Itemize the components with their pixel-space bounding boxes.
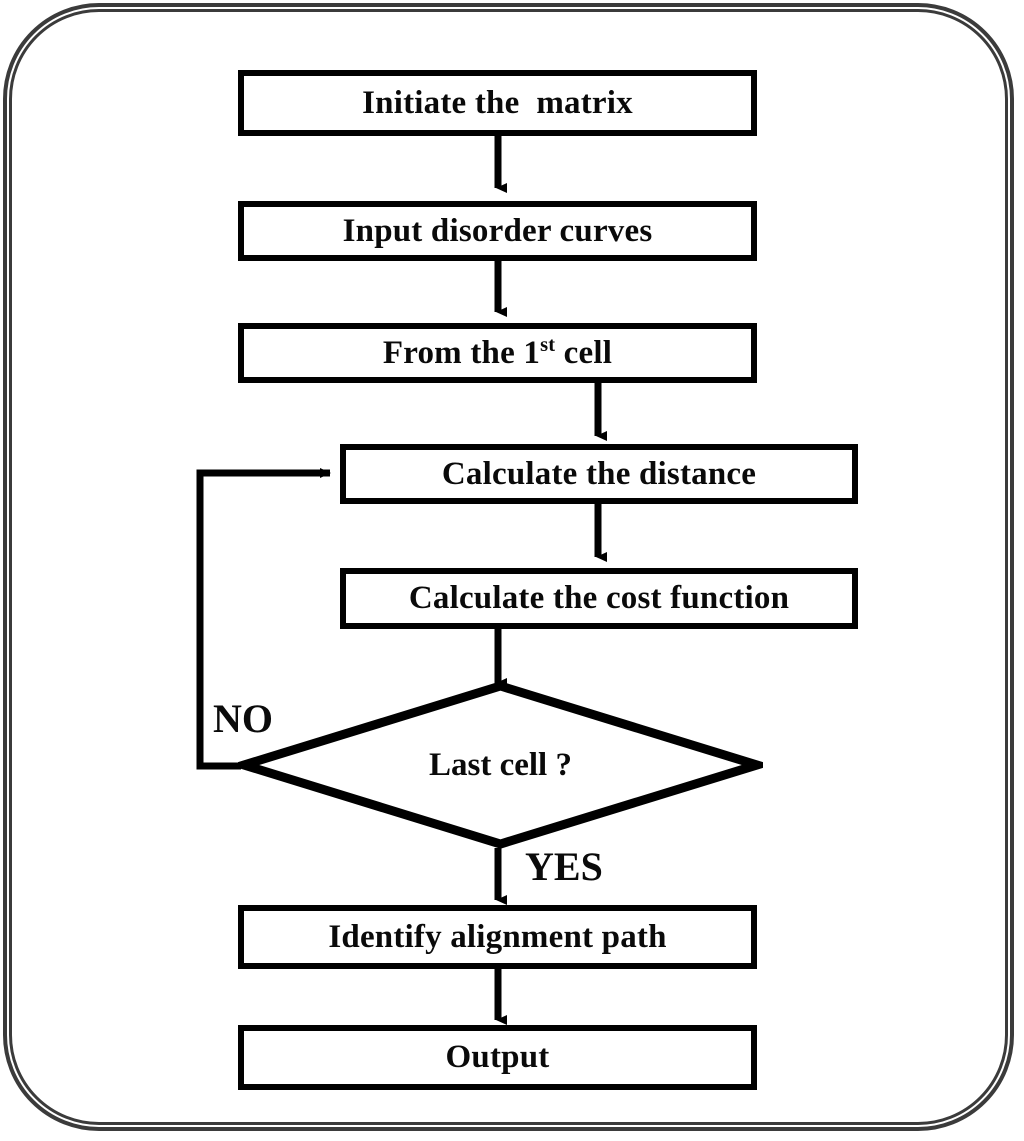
node-output[interactable]: Output xyxy=(238,1025,757,1090)
node-calculate-the-distance-label: Calculate the distance xyxy=(441,455,757,492)
node-from-the-first-cell-label-prefix: From the 1 xyxy=(382,334,541,371)
node-initiate-the-matrix-label: Initiate the matrix xyxy=(362,84,633,121)
node-identify-alignment-path-label: Identify alignment path xyxy=(328,918,667,955)
node-initiate-the-matrix[interactable]: Initiate the matrix xyxy=(238,70,757,136)
node-calculate-the-cost-function[interactable]: Calculate the cost function xyxy=(340,568,858,629)
node-from-the-first-cell[interactable]: From the 1st cell xyxy=(238,323,757,383)
node-from-the-first-cell-label-superscript: st xyxy=(540,333,556,356)
node-input-disorder-curves[interactable]: Input disorder curves xyxy=(238,201,757,261)
node-from-the-first-cell-label: From the 1st cell xyxy=(382,333,613,371)
node-from-the-first-cell-label-suffix: cell xyxy=(555,334,613,371)
branch-label-yes: YES xyxy=(525,844,603,889)
node-output-label: Output xyxy=(445,1039,550,1075)
branch-label-no: NO xyxy=(213,696,273,741)
node-input-disorder-curves-label: Input disorder curves xyxy=(342,212,653,249)
node-calculate-the-cost-function-label: Calculate the cost function xyxy=(408,580,790,616)
node-calculate-the-distance[interactable]: Calculate the distance xyxy=(340,444,858,504)
node-last-cell-decision-label: Last cell ? xyxy=(429,746,572,783)
decision-diamond-shape xyxy=(238,681,763,849)
node-last-cell-decision[interactable]: Last cell ? xyxy=(238,680,763,850)
node-identify-alignment-path[interactable]: Identify alignment path xyxy=(238,905,757,969)
